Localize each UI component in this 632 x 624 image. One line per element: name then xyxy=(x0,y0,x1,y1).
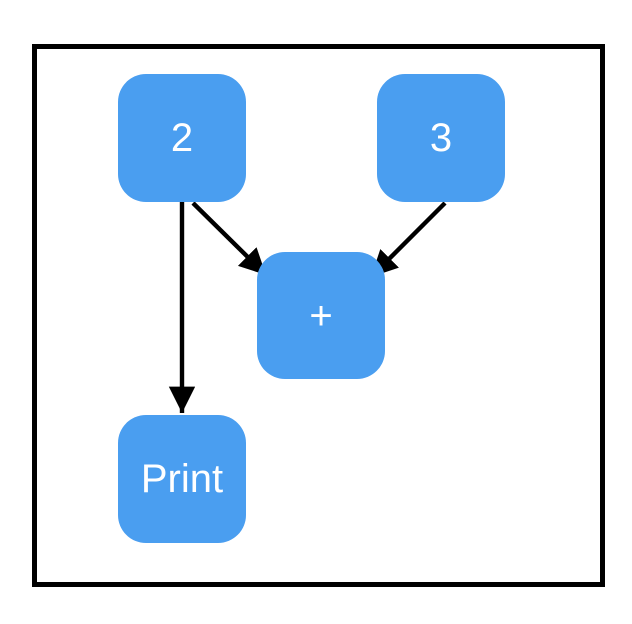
node-3-label: 3 xyxy=(429,116,453,160)
node-print-label: Print xyxy=(140,457,224,501)
node-print[interactable]: Print xyxy=(118,415,246,543)
node-plus-label: + xyxy=(309,293,333,338)
node-2[interactable]: 2 xyxy=(118,74,246,202)
node-3[interactable]: 3 xyxy=(377,74,505,202)
diagram-frame xyxy=(32,44,605,587)
node-2-label: 2 xyxy=(170,116,194,160)
node-plus[interactable]: + xyxy=(257,252,385,379)
